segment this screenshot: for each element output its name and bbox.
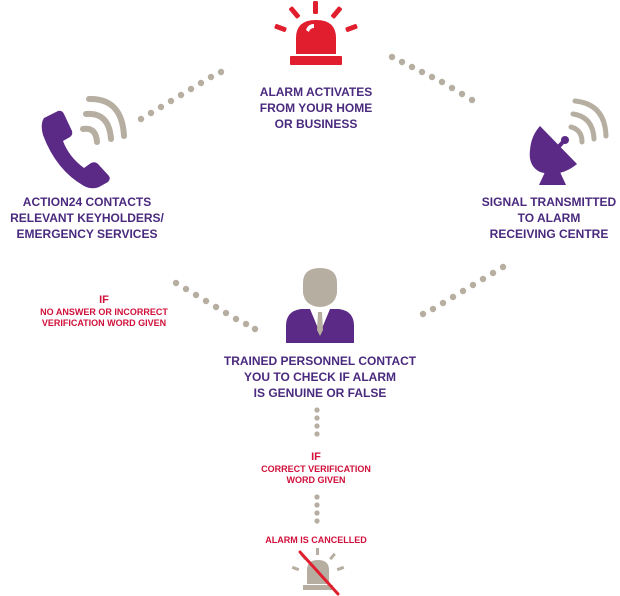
step-signal-line-3: RECEIVING CENTRE xyxy=(489,227,609,241)
step-personnel-line-1: TRAINED PERSONNEL CONTACT xyxy=(223,354,417,368)
connector-correct-to-cancelled xyxy=(314,494,320,524)
operator-icon xyxy=(286,268,354,343)
step-action-line-2: RELEVANT KEYHOLDERS/ xyxy=(10,211,164,225)
condition-correct-line-1: CORRECT VERIFICATION xyxy=(261,464,371,474)
step-signal-line-2: TO ALARM xyxy=(517,211,581,225)
step-alarm-line-3: OR BUSINESS xyxy=(274,117,358,131)
step-alarm-line-1: ALARM ACTIVATES xyxy=(259,85,373,99)
step-alarm-line-2: FROM YOUR HOME xyxy=(259,101,373,115)
step-cancelled-text: ALARM IS CANCELLED xyxy=(265,535,367,545)
siren-icon xyxy=(274,1,358,65)
phone-icon xyxy=(41,95,127,189)
condition-no-answer-line-2: VERIFICATION WORD GIVEN xyxy=(41,318,167,328)
connector-personnel-to-action xyxy=(172,279,259,333)
condition-no-answer: IF NO ANSWER OR INCORRECT VERIFICATION W… xyxy=(40,294,168,329)
step-personnel-line-3: IS GENUINE OR FALSE xyxy=(253,386,387,400)
step-action-label: ACTION24 CONTACTS RELEVANT KEYHOLDERS/ E… xyxy=(10,194,164,242)
step-cancelled-label: ALARM IS CANCELLED xyxy=(265,535,367,546)
step-personnel-line-2: YOU TO CHECK IF ALARM xyxy=(243,370,396,384)
condition-no-answer-line-1: NO ANSWER OR INCORRECT xyxy=(40,307,168,317)
connector-alarm-to-signal xyxy=(388,53,476,104)
connector-action-to-alarm xyxy=(137,68,225,123)
connector-signal-to-personnel xyxy=(419,263,507,318)
condition-correct-if: IF xyxy=(311,451,321,463)
connector-personnel-to-correct xyxy=(314,407,320,437)
cancelled-siren-icon xyxy=(291,548,345,596)
step-signal-label: SIGNAL TRANSMITTED TO ALARM RECEIVING CE… xyxy=(482,194,616,242)
condition-no-answer-if: IF xyxy=(99,294,109,306)
step-action-line-1: ACTION24 CONTACTS xyxy=(22,195,152,209)
step-personnel-label: TRAINED PERSONNEL CONTACT YOU TO CHECK I… xyxy=(224,353,416,401)
condition-correct: IF CORRECT VERIFICATION WORD GIVEN xyxy=(261,451,371,486)
step-action-line-3: EMERGENCY SERVICES xyxy=(16,227,158,241)
step-alarm-label: ALARM ACTIVATES FROM YOUR HOME OR BUSINE… xyxy=(260,84,372,132)
satellite-dish-icon xyxy=(529,98,609,185)
condition-correct-line-2: WORD GIVEN xyxy=(286,475,346,485)
step-signal-line-1: SIGNAL TRANSMITTED xyxy=(481,195,617,209)
